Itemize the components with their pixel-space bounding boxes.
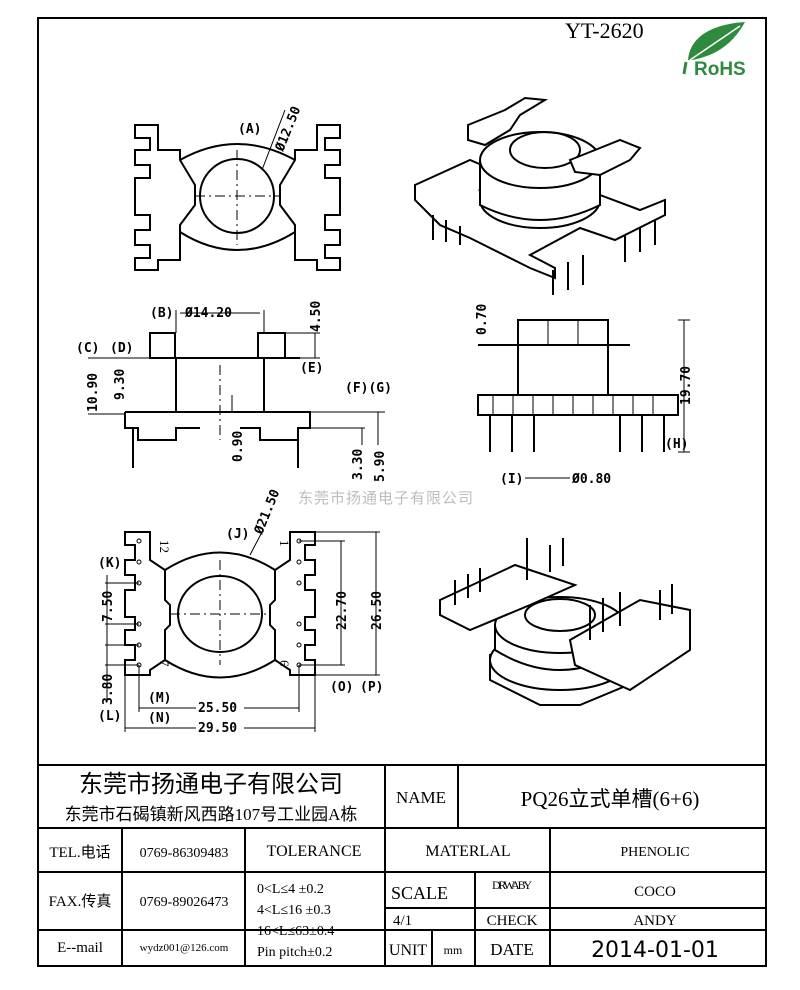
dimension-label: 22.70 (335, 591, 350, 630)
dimension-label: 19.70 (679, 366, 694, 405)
dimension-label: 0.70 (475, 304, 490, 335)
tolerance-label: TOLERANCE (267, 843, 362, 860)
isometric-view-top (414, 96, 666, 295)
drawn-by-value: COCO (634, 884, 676, 900)
check-label: CHECK (487, 913, 538, 929)
unit-value: mm (444, 943, 463, 957)
dimension-label: 5.90 (373, 451, 388, 482)
company-address: 东莞市石碣镇新风西路107号工业园A栋 (65, 805, 358, 824)
front-view: 0.70 19.70 (H) (I) Ø0.80 (475, 304, 694, 487)
scale-value: 4/1 (393, 913, 412, 929)
sheet-border (37, 17, 767, 967)
title-block-grid (38, 764, 766, 966)
dimension-label: 25.50 (198, 701, 237, 716)
isometric-view-bottom (439, 538, 691, 706)
name-value: PQ26立式单槽(6+6) (521, 787, 700, 811)
rohs-logo: RoHS (682, 22, 746, 80)
dimension-label: (H) (665, 437, 688, 452)
unit-label: UNIT (389, 942, 427, 959)
dimension-label: Ø0.80 (571, 472, 611, 487)
dimension-label: 7 (157, 660, 172, 667)
dimension-label: (C) (76, 341, 99, 356)
name-label: NAME (396, 788, 446, 807)
tolerance-line-4: Pin pitch±0.2 (257, 945, 332, 960)
dimension-label: RoHS (694, 59, 746, 80)
side-view: (B) Ø14.20 4.50 (E) (C) (D) 10.90 9.30 0… (76, 301, 392, 482)
email-label: E--mail (57, 940, 103, 956)
part-number: YT-2620 (565, 18, 644, 43)
fax-value: 0769-89026473 (140, 895, 229, 910)
date-value: 2014-01-01 (591, 938, 719, 963)
bottom-view: (J) Ø21.50 12 1 7 6 (K) 7.50 3.80 (L) 22… (98, 487, 385, 736)
dimension-label: 7.50 (101, 591, 116, 622)
dimension-label: (K) (98, 556, 121, 571)
dimension-label: (D) (110, 341, 133, 356)
date-label: DATE (490, 940, 533, 959)
dimension-label: (F)(G) (345, 381, 392, 396)
tel-label: TEL.电话 (49, 844, 110, 861)
dimension-label: 0.90 (231, 431, 246, 462)
material-label: MATERLAL (425, 843, 510, 860)
dimension-label: 10.90 (86, 373, 101, 412)
dimension-label: 3.30 (351, 449, 366, 480)
tel-value: 0769-86309483 (140, 846, 229, 861)
dimension-label: 29.50 (198, 721, 237, 736)
dimension-label: 9.30 (113, 369, 128, 400)
dimension-label: 12 (157, 540, 172, 553)
material-value: PHENOLIC (620, 845, 689, 860)
dimension-label: (L) (98, 709, 121, 724)
dimension-label: (I) (500, 472, 523, 487)
dimension-label: 26.50 (370, 591, 385, 630)
dimension-label: 3.80 (101, 674, 116, 705)
check-value: ANDY (633, 913, 676, 929)
dimension-label: (A) (238, 122, 261, 137)
dimension-label: (N) (148, 711, 171, 726)
top-view: (A) Ø12.50 (134, 104, 341, 271)
dimension-label: (O) (330, 680, 353, 695)
title-block: 东莞市扬通电子有限公司 东莞市石碣镇新风西路107号工业园A栋 NAME PQ2… (49, 771, 719, 963)
dimension-label: Ø21.50 (251, 487, 283, 537)
dimension-label: (E) (300, 361, 323, 376)
dimension-label: 1 (277, 540, 292, 547)
dimension-label: (P) (360, 680, 383, 695)
dimension-label: 6 (277, 660, 292, 667)
watermark: 东莞市扬通电子有限公司 (298, 489, 474, 507)
dimension-label: (J) (226, 527, 249, 542)
company-name: 东莞市扬通电子有限公司 (79, 771, 343, 798)
email-value: wydz001@126.com (140, 942, 229, 954)
dimension-label: 4.50 (309, 301, 324, 332)
drawn-by-label: DRWA BY (492, 878, 532, 892)
tolerance-line-1: 0<L≤4 ±0.2 (257, 882, 324, 897)
tolerance-line-2: 4<L≤16 ±0.3 (257, 903, 331, 918)
dimension-label: (B) (150, 306, 173, 321)
scale-label: SCALE (391, 883, 448, 903)
tolerance-line-3: 16<L≤63±0.4 (257, 924, 334, 939)
dimension-label: (M) (148, 691, 171, 706)
dimension-label: Ø14.20 (184, 306, 232, 321)
fax-label: FAX.传真 (49, 892, 112, 910)
